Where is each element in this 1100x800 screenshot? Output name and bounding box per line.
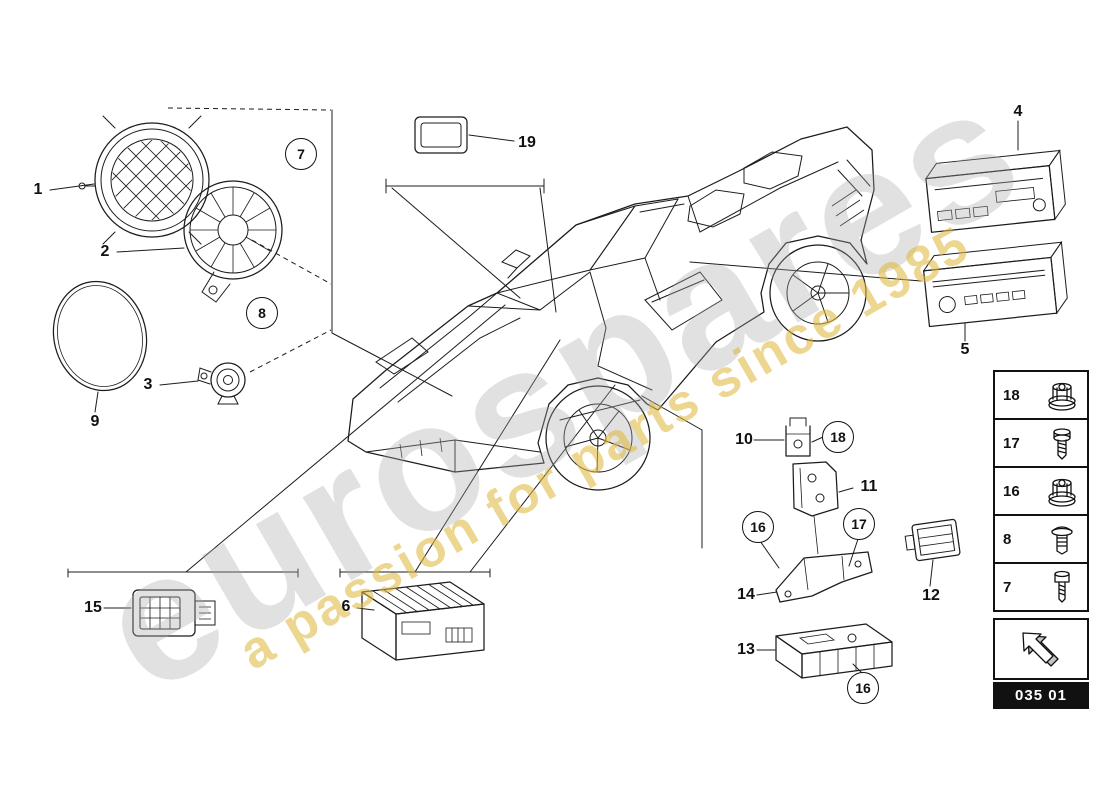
fastener-callout-16b[interactable]: 16 (847, 672, 879, 704)
fastener-number: 16 (1003, 482, 1020, 500)
pan-screw-icon (1045, 521, 1079, 557)
car-wireframe (347, 126, 875, 491)
part-label-1[interactable]: 1 (33, 181, 43, 198)
leader-lines (49, 107, 1019, 674)
fastener-row-7[interactable]: 7 (995, 564, 1087, 610)
diagram-code-badge: 035 01 (993, 682, 1089, 709)
part-label-5[interactable]: 5 (960, 341, 970, 358)
fastener-callout-16a[interactable]: 16 (742, 511, 774, 543)
mounting-bracket-drawing (775, 551, 873, 603)
part-label-3[interactable]: 3 (143, 376, 153, 393)
speaker-drawing (78, 115, 210, 245)
part-label-12[interactable]: 12 (922, 587, 940, 604)
fastener-number: 8 (1003, 530, 1012, 548)
bracket-drawing (792, 461, 839, 517)
part-label-6[interactable]: 6 (341, 598, 351, 615)
tweeter-drawing (197, 362, 246, 405)
fastener-number: 18 (1003, 386, 1020, 404)
part-label-10[interactable]: 10 (735, 431, 753, 448)
fastener-table: 18 17 (993, 370, 1089, 612)
fastener-row-16[interactable]: 16 (995, 468, 1087, 516)
fastener-row-18[interactable]: 18 (995, 372, 1087, 420)
interface-module-drawing (904, 518, 961, 562)
fastener-row-8[interactable]: 8 (995, 516, 1087, 564)
flange-nut-icon (1045, 473, 1079, 509)
part-label-19[interactable]: 19 (518, 134, 536, 151)
fastener-callout-8[interactable]: 8 (246, 297, 278, 329)
sensor-module-drawing (132, 589, 216, 637)
fastener-callout-7[interactable]: 7 (285, 138, 317, 170)
fastener-callout-18[interactable]: 18 (822, 421, 854, 453)
cd-changer-drawing (922, 240, 1068, 328)
part-label-11[interactable]: 11 (860, 478, 878, 495)
speaker-bracket-drawing (183, 180, 283, 303)
part-label-15[interactable]: 15 (84, 599, 102, 616)
part-label-4[interactable]: 4 (1013, 103, 1023, 120)
control-module-drawing (775, 623, 893, 679)
fastener-number: 17 (1003, 434, 1020, 452)
part-label-2[interactable]: 2 (100, 243, 110, 260)
fastener-callout-17[interactable]: 17 (843, 508, 875, 540)
fastener-number: 7 (1003, 578, 1012, 596)
direction-arrow-icon (1022, 632, 1059, 667)
orientation-arrow-box[interactable] (993, 618, 1089, 680)
cheese-screw-icon (1045, 569, 1079, 605)
retainer-drawing (785, 417, 811, 457)
control-unit-drawing (361, 581, 485, 661)
hex-bolt-icon (1045, 425, 1079, 461)
fastener-row-17[interactable]: 17 (995, 420, 1087, 468)
switch-drawing (414, 116, 468, 154)
radio-unit-drawing (924, 149, 1066, 233)
part-label-9[interactable]: 9 (90, 413, 100, 430)
bass-disc-drawing (52, 280, 148, 392)
part-label-14[interactable]: 14 (737, 586, 755, 603)
flange-nut-icon (1045, 377, 1079, 413)
part-label-13[interactable]: 13 (737, 641, 755, 658)
